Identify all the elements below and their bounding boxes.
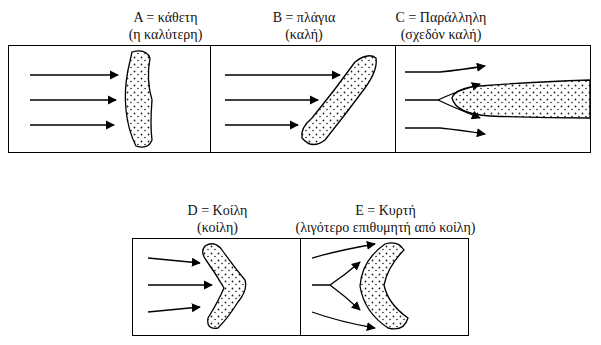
panel-caption: E = Κυρτή(λιγότερο επιθυμητή από κοίλη): [241, 202, 530, 236]
caption-note: (η καλύτερη): [4, 26, 327, 43]
caption-title: E = Κυρτή: [241, 202, 530, 219]
flow-panel: D = Κοίλη(κοίλη): [132, 238, 301, 336]
caption-title: C = Παράλληλη: [283, 9, 599, 26]
flow-panel: A = κάθετη(η καλύτερη): [8, 45, 211, 153]
panel-caption: A = κάθετη(η καλύτερη): [0, 9, 272, 43]
caption-note: (λιγότερο επιθυμητή από κοίλη): [241, 219, 530, 236]
caption-note: (σχεδόν καλή): [283, 26, 599, 43]
caption-title: D = Κοίλη: [73, 202, 362, 219]
flow-panel: C = Παράλληλη(σχεδόν καλή): [395, 45, 591, 153]
panel-caption: C = Παράλληλη(σχεδόν καλή): [336, 9, 601, 43]
flow-panel: B = πλάγια(καλή): [210, 45, 396, 153]
flow-panel: E = Κυρτή(λιγότερο επιθυμητή από κοίλη): [300, 238, 469, 336]
